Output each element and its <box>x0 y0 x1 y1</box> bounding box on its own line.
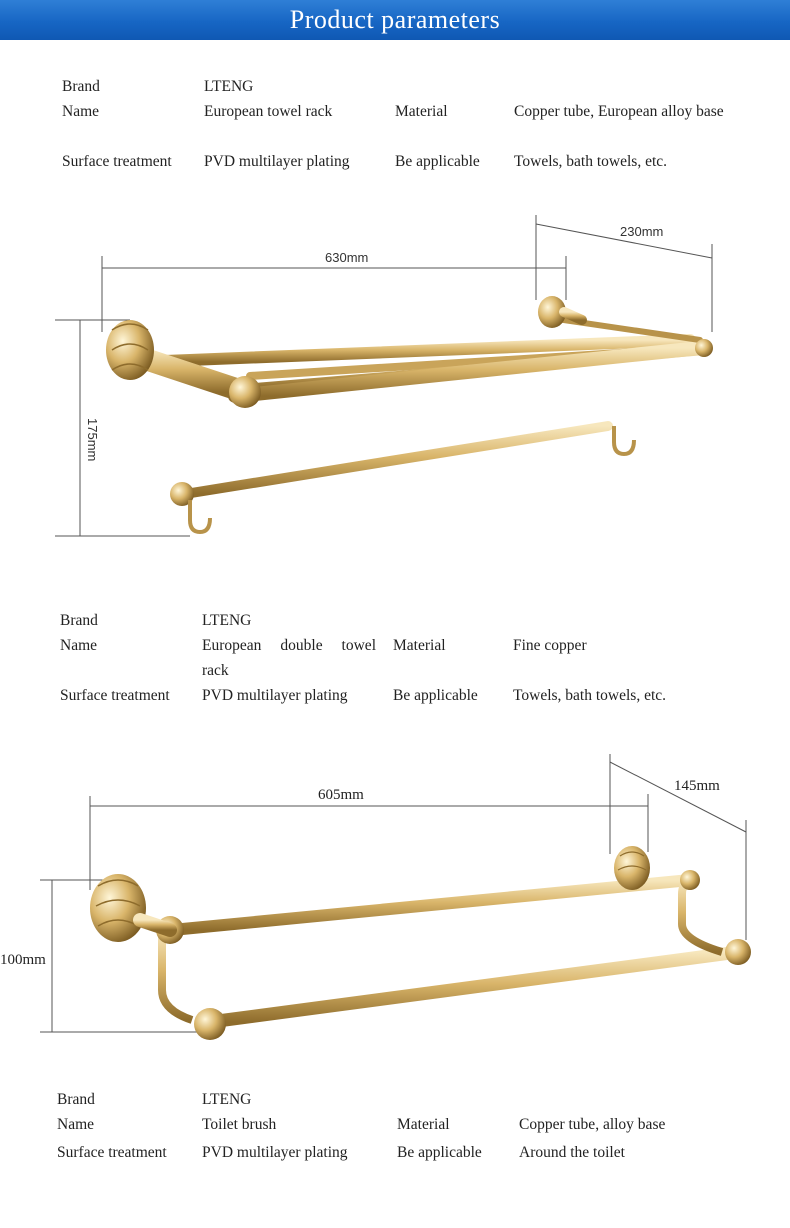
name-label: Name <box>60 637 98 654</box>
spec-table-3: Brand LTENG Name Toilet brush Material C… <box>0 1087 790 1167</box>
applicable-label: Be applicable <box>395 153 480 170</box>
surface-label: Surface treatment <box>60 687 170 704</box>
wall-mount-left <box>106 320 154 380</box>
name-value: Toilet brush <box>202 1116 277 1133</box>
height-dimension: 100mm <box>0 952 46 968</box>
brand-value: LTENG <box>204 78 254 95</box>
brand-label: Brand <box>57 1091 95 1108</box>
applicable-label: Be applicable <box>397 1144 482 1161</box>
double-towel-rack-figure: 605mm 145mm 100mm <box>0 740 790 1060</box>
depth-dimension: 145mm <box>674 778 720 794</box>
material-value: Copper tube, alloy base <box>519 1116 666 1133</box>
length-dimension: 605mm <box>318 787 364 803</box>
hook-icon <box>188 500 212 535</box>
length-dimension: 630mm <box>325 250 368 265</box>
shelf-bars <box>134 315 710 403</box>
wall-mount-left <box>90 874 177 942</box>
material-label: Material <box>397 1116 450 1133</box>
page-title: Product parameters <box>289 5 501 34</box>
surface-value: PVD multilayer plating <box>202 687 348 704</box>
brand-label: Brand <box>60 612 98 629</box>
towel-rack-figure: 630mm 230mm 175mm <box>0 200 790 560</box>
height-dimension: 175mm <box>85 418 100 461</box>
applicable-value: Around the toilet <box>519 1144 625 1161</box>
name-label: Name <box>62 103 100 120</box>
spec-table-1: Brand LTENG Name European towel rack Mat… <box>0 74 790 174</box>
brand-label: Brand <box>62 78 100 95</box>
applicable-label: Be applicable <box>393 687 478 704</box>
name-value: European double towel rack <box>202 637 376 679</box>
end-cap <box>229 376 261 408</box>
header-banner: Product parameters <box>0 0 790 40</box>
hook-icon <box>612 426 636 457</box>
material-value: Fine copper <box>513 637 587 654</box>
brand-value: LTENG <box>202 1091 252 1108</box>
surface-label: Surface treatment <box>62 153 172 170</box>
applicable-value: Towels, bath towels, etc. <box>514 153 668 170</box>
depth-dimension: 230mm <box>620 224 663 239</box>
surface-value: PVD multilayer plating <box>202 1144 348 1161</box>
wall-mount-right <box>614 846 650 890</box>
material-value: Copper tube, European alloy base <box>514 103 724 120</box>
surface-value: PVD multilayer plating <box>204 153 350 170</box>
name-value: European towel rack <box>204 103 333 120</box>
surface-label: Surface treatment <box>57 1144 167 1161</box>
applicable-value: Towels, bath towels, etc. <box>513 687 667 704</box>
brand-value: LTENG <box>202 612 252 629</box>
name-label: Name <box>57 1116 95 1133</box>
spec-table-2: Brand LTENG Name European double towel r… <box>0 608 790 708</box>
wall-mount-right <box>538 296 587 328</box>
material-label: Material <box>395 103 448 120</box>
material-label: Material <box>393 637 446 654</box>
